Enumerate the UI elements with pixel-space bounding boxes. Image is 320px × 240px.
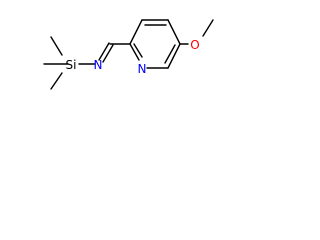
n-c-double-bond-b (102, 44, 114, 63)
si-methyl-bond-bottom (50, 72, 63, 90)
silicon-atom-label: Si (66, 58, 77, 72)
ring-bond-c6-c5 (167, 43, 181, 69)
o-methyl-bond (202, 19, 214, 37)
ring-bond-c5-c4 (167, 19, 181, 45)
pyridine-nitrogen-label: N (138, 62, 147, 76)
ring-inner-bond-c6-c5 (164, 44, 176, 64)
chemical-structure: Si N N O (43, 19, 214, 90)
ring-bond-c2-n1 (129, 43, 140, 61)
imine-nitrogen-label: N (94, 58, 103, 72)
ring-bond-c3-c2 (129, 19, 143, 45)
ring-inner-bond-c2-n1 (133, 43, 143, 58)
bond-lines (43, 19, 214, 90)
methoxy-oxygen-label: O (190, 38, 199, 52)
structure-canvas: Si N N O (0, 0, 227, 106)
si-methyl-bond-top (50, 36, 63, 56)
n-c-double-bond-a (98, 42, 110, 61)
